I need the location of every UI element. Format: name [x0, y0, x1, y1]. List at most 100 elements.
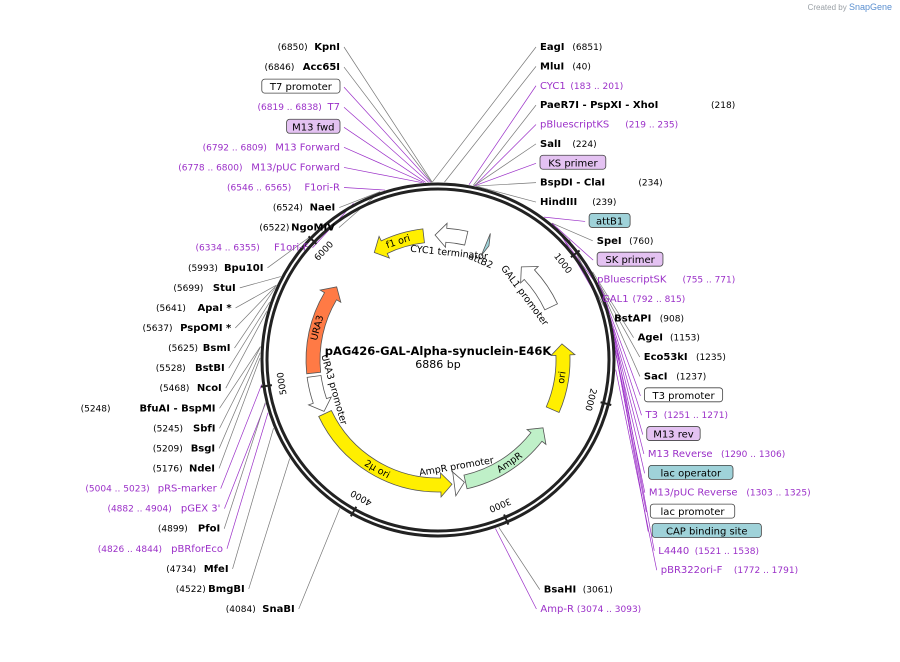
label-position: (4899) — [158, 525, 188, 535]
leader-line — [598, 283, 641, 377]
feature-ura3-promoter[interactable] — [306, 375, 333, 412]
site-m13-reverse[interactable]: M13 Reverse(1290 .. 1306) — [648, 449, 785, 460]
site-stui[interactable]: StuI(5699) — [173, 283, 235, 294]
site-agei[interactable]: AgeI(1153) — [638, 333, 700, 344]
site-bfuai-bspmi[interactable]: BfuAI - BspMI(5248) — [81, 403, 216, 414]
site-paer7i-pspxi-xhoi[interactable]: PaeR7I - PspXI - XhoI(218) — [540, 100, 735, 111]
label-position: (5637) — [143, 324, 173, 334]
site-l4440[interactable]: L4440(1521 .. 1538) — [658, 546, 759, 557]
tick-label: 3000 — [487, 495, 512, 513]
label-name: L4440 — [658, 546, 689, 557]
site-amp-r[interactable]: Amp-R(3074 .. 3093) — [540, 604, 641, 615]
site-bpu10i[interactable]: Bpu10I(5993) — [188, 263, 264, 274]
site-m13-puc-forward[interactable]: M13/pUC Forward(6778 .. 6800) — [178, 162, 340, 173]
leader-line — [239, 276, 281, 289]
feature-cyc1-terminator[interactable] — [434, 222, 469, 249]
site-cyc1[interactable]: CYC1(183 .. 201) — [540, 81, 623, 92]
label-position: (5699) — [173, 284, 203, 294]
label-position: (40) — [572, 62, 590, 72]
site-bstbi[interactable]: BstBI(5528) — [156, 363, 225, 374]
site-eco53ki[interactable]: Eco53kI(1235) — [644, 352, 726, 363]
label-name: pGEX 3' — [181, 504, 221, 515]
site-pspomi[interactable]: PspOMI *(5637) — [143, 323, 232, 334]
site-apai[interactable]: ApaI *(5641) — [156, 303, 232, 314]
site-prs-marker[interactable]: pRS-marker (5004 .. 5023) — [85, 484, 217, 495]
site-bsahi[interactable]: BsaHI(3061) — [544, 585, 613, 596]
label-name: BsgI — [191, 443, 215, 454]
site-ks-primer[interactable]: KS primer — [539, 154, 607, 170]
feature-ura3[interactable] — [305, 286, 342, 375]
feature-f1-ori[interactable] — [373, 228, 425, 259]
label-box — [648, 464, 734, 480]
label-name: BstAPI — [614, 313, 651, 324]
site-m13-rev[interactable]: M13 rev — [646, 426, 701, 441]
site-saci[interactable]: SacI(1237) — [644, 371, 706, 382]
label-name: M13 Forward — [275, 142, 340, 153]
feature-ampr-promoter[interactable] — [452, 471, 465, 497]
feature-2-ori[interactable] — [318, 409, 453, 499]
label-position: (5004 .. 5023) — [85, 485, 149, 495]
label-position: (6524) — [273, 204, 303, 214]
site-pfoi[interactable]: PfoI(4899) — [158, 524, 220, 535]
site-pbluescriptsk[interactable]: pBluescriptSK(755 .. 771) — [597, 275, 735, 286]
label-position: (6850) — [278, 43, 308, 53]
site-spei[interactable]: SpeI(760) — [597, 236, 654, 247]
site-m13-puc-reverse[interactable]: M13/pUC Reverse(1303 .. 1325) — [649, 488, 811, 499]
site-gal1[interactable]: GAL1(792 .. 815) — [602, 294, 685, 305]
site-bsgi[interactable]: BsgI(5209) — [153, 443, 215, 454]
leader-line — [498, 527, 541, 590]
site-eagi[interactable]: EagI(6851) — [540, 42, 602, 53]
site-pgex-3[interactable]: pGEX 3'(4882 .. 4904) — [107, 504, 220, 515]
site-bstapi[interactable]: BstAPI(908) — [614, 313, 684, 324]
label-position: (6334 .. 6355) — [196, 244, 260, 254]
site-mlui[interactable]: MluI(40) — [540, 61, 591, 72]
label-name: CAP binding site — [666, 526, 748, 537]
site-ndei[interactable]: NdeI(5176) — [153, 464, 215, 475]
feature-ori[interactable] — [545, 343, 576, 414]
site-t7[interactable]: T7(6819 .. 6838) — [258, 102, 340, 113]
feature-attb2[interactable] — [480, 233, 491, 256]
site-lac-operator[interactable]: lac operator — [648, 464, 734, 480]
site-lac-promoter[interactable]: lac promoter — [649, 503, 736, 519]
site-bsmi[interactable]: BsmI(5625) — [168, 343, 230, 354]
site-t3-promoter[interactable]: T3 promoter — [644, 387, 724, 403]
site-pbr322ori-f[interactable]: pBR322ori-F(1772 .. 1791) — [661, 565, 798, 576]
site-acc65i[interactable]: Acc65I(6846) — [264, 62, 340, 73]
site-kpni[interactable]: KpnI(6850) — [278, 42, 340, 53]
site-bmgbi[interactable]: BmgBI(4522) — [176, 584, 245, 595]
site-f1ori-f[interactable]: F1ori-F (6334 .. 6355) — [196, 243, 309, 254]
leader-line — [343, 126, 426, 183]
site-t3[interactable]: T3(1251 .. 1271) — [645, 410, 728, 421]
label-name: F1ori-F — [274, 243, 309, 254]
site-sk-primer[interactable]: SK primer — [596, 251, 664, 267]
site-snabi[interactable]: SnaBI(4084) — [226, 604, 295, 615]
site-m13-forward[interactable]: M13 Forward(6792 .. 6809) — [203, 142, 340, 153]
feature-gal1-promoter[interactable] — [520, 266, 558, 311]
site-ngomiv[interactable]: NgoMIV(6522) — [259, 223, 335, 234]
site-f1ori-r[interactable]: F1ori-R(6546 .. 6565) — [227, 183, 340, 194]
label-name: SK primer — [605, 255, 655, 266]
label-box — [286, 118, 341, 134]
site-naei[interactable]: NaeI(6524) — [273, 203, 335, 214]
label-name: GAL1 — [602, 294, 629, 305]
site-ncoi[interactable]: NcoI(5468) — [159, 383, 221, 394]
feature-ampr[interactable] — [463, 427, 547, 490]
site-sali[interactable]: SalI(224) — [540, 139, 597, 150]
site-sbfi[interactable]: SbfI(5245) — [153, 423, 215, 434]
label-box — [261, 78, 341, 94]
site-m13-fwd[interactable]: M13 fwd — [286, 118, 341, 134]
label-position: (5468) — [159, 384, 189, 394]
label-name: pRS-marker — [158, 484, 218, 495]
label-position: (5993) — [188, 264, 218, 274]
site-cap-binding-site[interactable]: CAP binding site — [651, 523, 762, 538]
site-pbluescriptks[interactable]: pBluescriptKS(219 .. 235) — [540, 120, 678, 131]
site-bspdi-clai[interactable]: BspDI - ClaI(234) — [540, 178, 663, 189]
label-position: (1153) — [670, 334, 700, 344]
site-pbrforeco[interactable]: pBRforEco(4826 .. 4844) — [98, 544, 223, 555]
backbone-outer-ring — [260, 182, 616, 538]
site-mfei[interactable]: MfeI(4734) — [166, 564, 228, 575]
label-position: (224) — [572, 140, 596, 150]
site-attb1[interactable]: attB1 — [588, 213, 631, 228]
site-hindiii[interactable]: HindIII(239) — [540, 197, 616, 208]
site-t7-promoter[interactable]: T7 promoter — [261, 78, 341, 94]
